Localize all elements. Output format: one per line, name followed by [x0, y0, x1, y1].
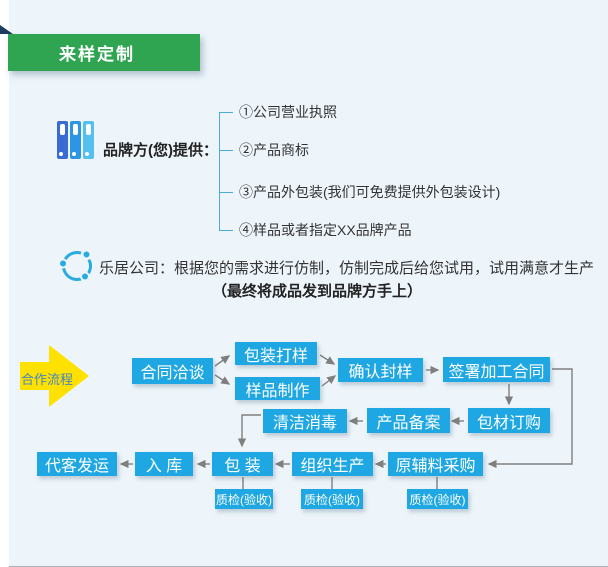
- flow-step-negotiate: 合同洽谈: [132, 358, 213, 384]
- process-arrow-head: [49, 345, 89, 407]
- binder-icon: [57, 121, 68, 159]
- flow-step-product-record: 产品备案: [367, 408, 450, 433]
- process-label: 合作流程: [21, 372, 74, 387]
- flow-step-sign-contract: 签署加工合同: [443, 357, 550, 382]
- provide-item-2: ②产品商标: [239, 142, 309, 158]
- provide-item-3: ③产品外包装(我们可免费提供外包装设计): [239, 184, 501, 200]
- binder-icon: [70, 121, 81, 159]
- company-description: 乐居公司：根据您的需求进行仿制，仿制完成后给您试用，试用满意才生产: [99, 260, 595, 277]
- bracket-tick: [219, 150, 233, 151]
- flow-step-ship-for-client: 代客发运: [37, 452, 117, 476]
- bracket-tick: [219, 230, 233, 231]
- flow-step-organize-production: 组织生产: [292, 452, 373, 476]
- flow-step-packing: 包 装: [212, 452, 273, 476]
- left-margin-strip: [0, 0, 9, 567]
- ribbon-fold: [0, 25, 13, 34]
- banner-title: 来样定制: [59, 45, 135, 64]
- process-arrow: [20, 362, 50, 390]
- network-circle-icon: [58, 249, 92, 282]
- flow-step-clean-disinfect: 清洁消毒: [263, 409, 347, 433]
- provide-label: 品牌方(您)提供：: [103, 142, 218, 159]
- qc-label-production: 质检(验收): [301, 489, 363, 509]
- flow-step-confirm-seal: 确认封样: [338, 358, 423, 382]
- flow-step-order-packaging: 包材订购: [468, 408, 550, 433]
- company-description-emphasis: （最终将成品发到品牌方手上）: [212, 283, 423, 300]
- section-banner: 来样定制: [8, 34, 200, 71]
- flow-step-product-sample: 样品制作: [235, 377, 320, 400]
- qc-label-raw: 质检(验收): [407, 489, 468, 509]
- provide-item-4: ④样品或者指定XX品牌产品: [239, 222, 412, 238]
- flow-step-warehouse: 入 库: [135, 452, 193, 476]
- flow-step-raw-materials: 原辅料采购: [388, 452, 483, 476]
- binder-icon: [83, 121, 94, 159]
- provide-item-1: ①公司营业执照: [239, 104, 337, 120]
- bracket-tick: [219, 112, 233, 113]
- flow-step-packaging-sample: 包装打样: [235, 342, 317, 365]
- binders-icon: [57, 121, 97, 160]
- bracket-line: [219, 112, 220, 231]
- bracket-tick: [219, 192, 233, 193]
- qc-label-packing: 质检(验收): [215, 489, 273, 509]
